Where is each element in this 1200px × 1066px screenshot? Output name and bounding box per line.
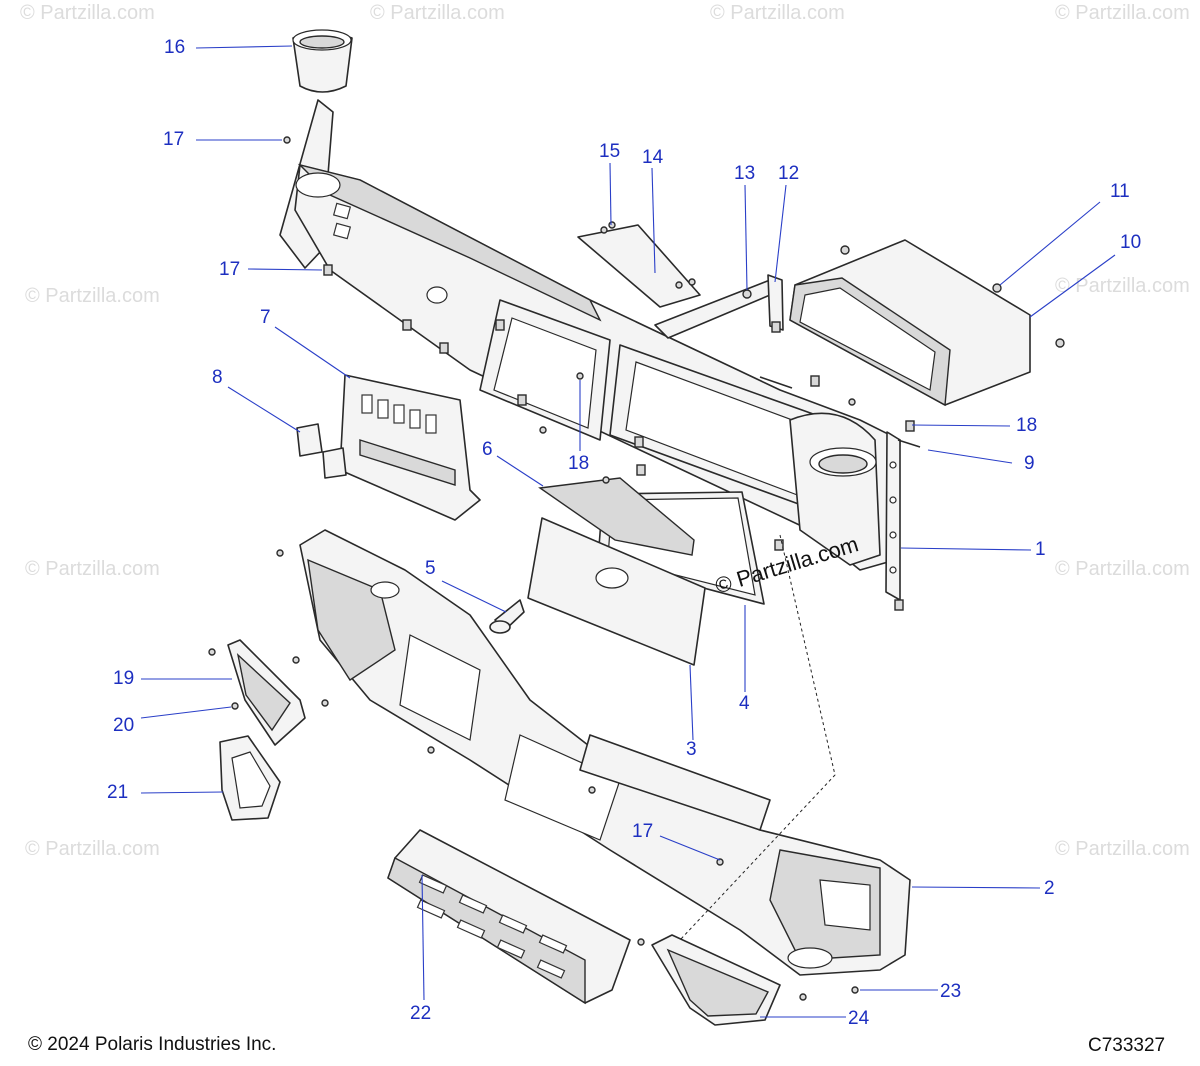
watermark: © Partzilla.com — [25, 558, 160, 580]
diagram-code: C733327 — [1088, 1035, 1166, 1056]
callout-8: 8 — [212, 367, 223, 388]
hardware-fasteners — [208, 136, 1065, 1001]
callout-24: 23 — [940, 981, 962, 1002]
storage-bin — [789, 239, 1031, 407]
watermark: © Partzilla.com — [1055, 2, 1190, 24]
glove-box-door — [527, 517, 706, 666]
watermark: © Partzilla.com — [25, 285, 160, 307]
watermark: © Partzilla.com — [20, 2, 155, 24]
callout-10: 10 — [1120, 232, 1142, 253]
callout-22: 21 — [107, 782, 129, 803]
callout-6: 6 — [482, 439, 493, 460]
lower-storage-tray — [387, 829, 631, 1005]
watermark: © Partzilla.com — [710, 2, 845, 24]
bracket-plate — [577, 224, 701, 308]
callout-7: 7 — [260, 307, 271, 328]
callout-18: 17 — [219, 259, 241, 280]
watermark: © Partzilla.com — [1055, 558, 1190, 580]
upper-dash-panel — [279, 99, 901, 601]
callout-13: 13 — [734, 163, 756, 184]
callout-16: 16 — [164, 37, 186, 58]
leader-lines — [140, 45, 1116, 1018]
callout-18: 18 — [1016, 415, 1038, 436]
callout-2: 2 — [1044, 878, 1055, 899]
callout-1: 1 — [1035, 539, 1046, 560]
callout-17: 17 — [632, 821, 654, 842]
callout-4: 4 — [739, 693, 750, 714]
watermark: © Partzilla.com — [1055, 838, 1190, 860]
callout-25: 24 — [848, 1008, 870, 1029]
watermark: © Partzilla.com — [370, 2, 505, 24]
lower-dash-panel — [299, 529, 911, 976]
callout-11: 11 — [1110, 181, 1130, 202]
callout-15: 15 — [599, 141, 621, 162]
callout-17: 17 — [163, 129, 185, 150]
callout-19: 18 — [568, 453, 590, 474]
copyright-notice: © 2024 Polaris Industries Inc. — [28, 1034, 277, 1055]
callout-20: 19 — [113, 668, 135, 689]
vent-grille-left — [227, 639, 306, 746]
cup-holder-insert — [292, 29, 353, 93]
callout-23: 22 — [410, 1003, 432, 1024]
watermark: © Partzilla.com — [25, 838, 160, 860]
switch-clip — [296, 423, 347, 479]
switch-panel — [339, 374, 481, 521]
watermark: © Partzilla.com — [1055, 275, 1190, 297]
vent-grille-right — [651, 934, 781, 1026]
callout-14: 14 — [642, 147, 664, 168]
assembly-reference-line — [679, 534, 836, 941]
vent-bezel — [219, 735, 281, 821]
callout-3: 3 — [686, 739, 697, 760]
callout-5: 5 — [425, 558, 436, 579]
callout-12: 12 — [778, 163, 800, 184]
callout-9: 9 — [1024, 453, 1035, 474]
callout-21: 20 — [113, 715, 135, 736]
latch-assembly — [489, 599, 525, 634]
